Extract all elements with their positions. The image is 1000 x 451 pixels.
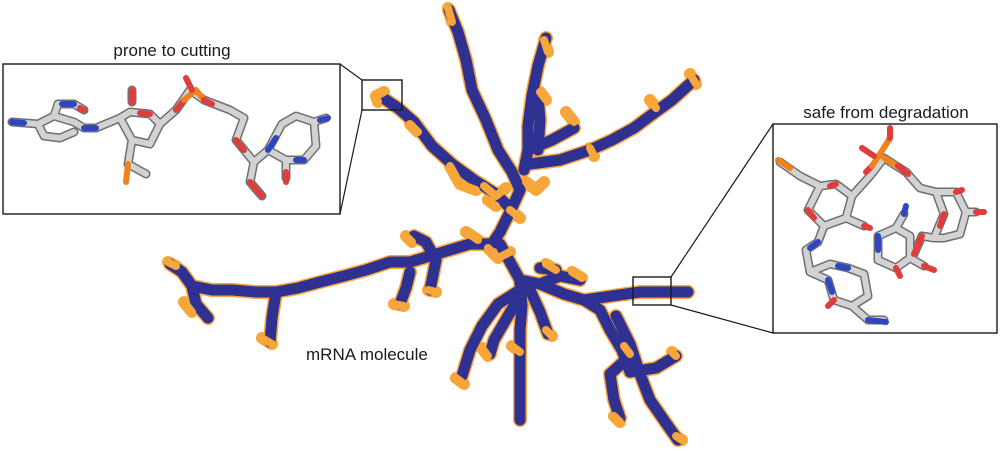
unpaired-loop-tip <box>540 36 552 56</box>
unpaired-loop-tip <box>646 96 660 112</box>
helix-segment <box>624 350 682 378</box>
mrna-molecule <box>162 2 702 447</box>
right-callout-label: safe from degradation <box>803 103 968 122</box>
right-callout: safe from degradation <box>632 103 998 334</box>
helix-segment <box>604 350 636 424</box>
right-nucleotide-structure <box>775 125 987 325</box>
left-connector-top <box>339 63 363 81</box>
helix-segment <box>394 266 416 310</box>
unpaired-loop-tip <box>542 326 556 340</box>
left-atoms <box>9 75 331 199</box>
unpaired-loop-tip <box>672 432 686 444</box>
unpaired-loop-tip <box>452 374 468 388</box>
unpaired-loop-tip <box>508 342 524 356</box>
unpaired-loop-tip <box>462 228 482 244</box>
helix-segment <box>264 286 282 348</box>
helix-segment <box>443 4 526 196</box>
helix-segment <box>186 238 494 298</box>
unpaired-loop-tip <box>478 344 492 360</box>
unpaired-loop-tip <box>562 108 578 126</box>
unpaired-loop-tip <box>506 206 524 222</box>
unpaired-loop-tip <box>620 342 634 358</box>
helix-segment <box>524 74 700 170</box>
unpaired-loop-tip <box>480 182 510 200</box>
unpaired-loop-tip <box>258 334 276 348</box>
left-connector-bottom <box>339 109 363 215</box>
unpaired-loop-tip <box>446 162 480 194</box>
helical-regions <box>164 4 700 446</box>
strand-halo <box>523 73 701 171</box>
unpaired-loop-tip <box>586 144 598 160</box>
helix-segment <box>424 254 442 296</box>
left-nucleotide-structure <box>7 75 331 201</box>
unpaired-loop-tip <box>542 260 560 274</box>
helix-segment <box>532 90 546 156</box>
unpaired-loop-tip <box>390 300 408 310</box>
unpaired-loop-tip <box>484 244 514 262</box>
unpaired-loop-tip <box>164 258 180 270</box>
unpaired-loop-tip <box>484 196 500 210</box>
helix-segment <box>494 238 636 378</box>
unpaired-loop-tip <box>406 120 422 136</box>
unpaired-loop-tip <box>444 4 456 26</box>
unpaired-loop-tip <box>402 232 416 246</box>
unpaired-loop-tip <box>686 70 700 88</box>
right-atoms <box>775 125 987 325</box>
unpaired-loop-tip <box>372 88 388 106</box>
mrna-molecule-label: mRNA molecule <box>306 345 428 364</box>
helix-segment <box>534 270 586 290</box>
unpaired-loop-tip <box>180 298 196 316</box>
left-zoom-marker <box>361 79 403 111</box>
helix-segment <box>486 184 526 250</box>
unpaired-loop-tip <box>536 88 550 104</box>
right-connector-top <box>670 123 774 278</box>
left-callout-label: prone to cutting <box>113 41 230 60</box>
unpaired-loop-tip <box>522 178 548 194</box>
helix-segment <box>484 290 526 360</box>
unpaired-loop-tip <box>610 412 624 426</box>
helix-segment <box>186 280 214 324</box>
right-zoom-marker <box>632 276 672 306</box>
helix-segment <box>610 310 684 446</box>
unpaired-loop-tip <box>668 348 680 360</box>
right-connector-bottom <box>670 304 774 334</box>
helix-segment <box>456 284 526 382</box>
helix-segment <box>578 286 694 306</box>
helix-segment <box>408 230 442 266</box>
unpaired-loop-tip <box>568 268 586 282</box>
unpaired-loop-tip <box>424 286 440 296</box>
left-callout: prone to cutting <box>2 41 403 215</box>
